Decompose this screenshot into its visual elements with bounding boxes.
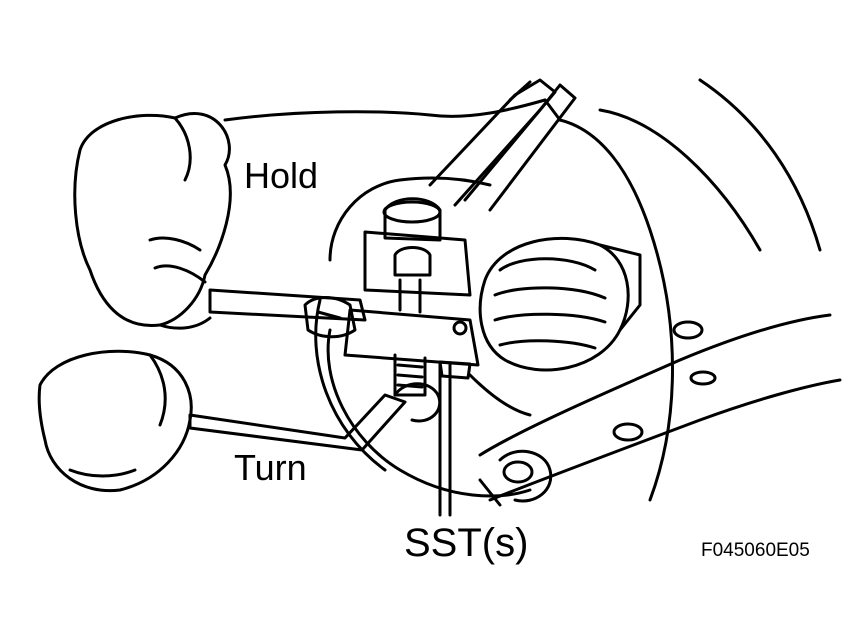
- turn-label: Turn: [234, 447, 307, 488]
- sst-leader-line: [438, 360, 452, 517]
- lower-control-arm: [478, 313, 842, 507]
- hold-label: Hold: [244, 155, 319, 196]
- sst-tool-body: [343, 197, 480, 397]
- figure-code: F045060E05: [701, 540, 810, 561]
- drive-shaft-boot: [478, 236, 642, 372]
- sst-label: SST(s): [404, 521, 529, 565]
- left-hand-upper: [73, 112, 232, 330]
- pliers-handles: [428, 78, 577, 212]
- wheel-well: [223, 78, 822, 502]
- left-hand-lower: [37, 349, 193, 493]
- adjustable-wrench: [208, 288, 367, 339]
